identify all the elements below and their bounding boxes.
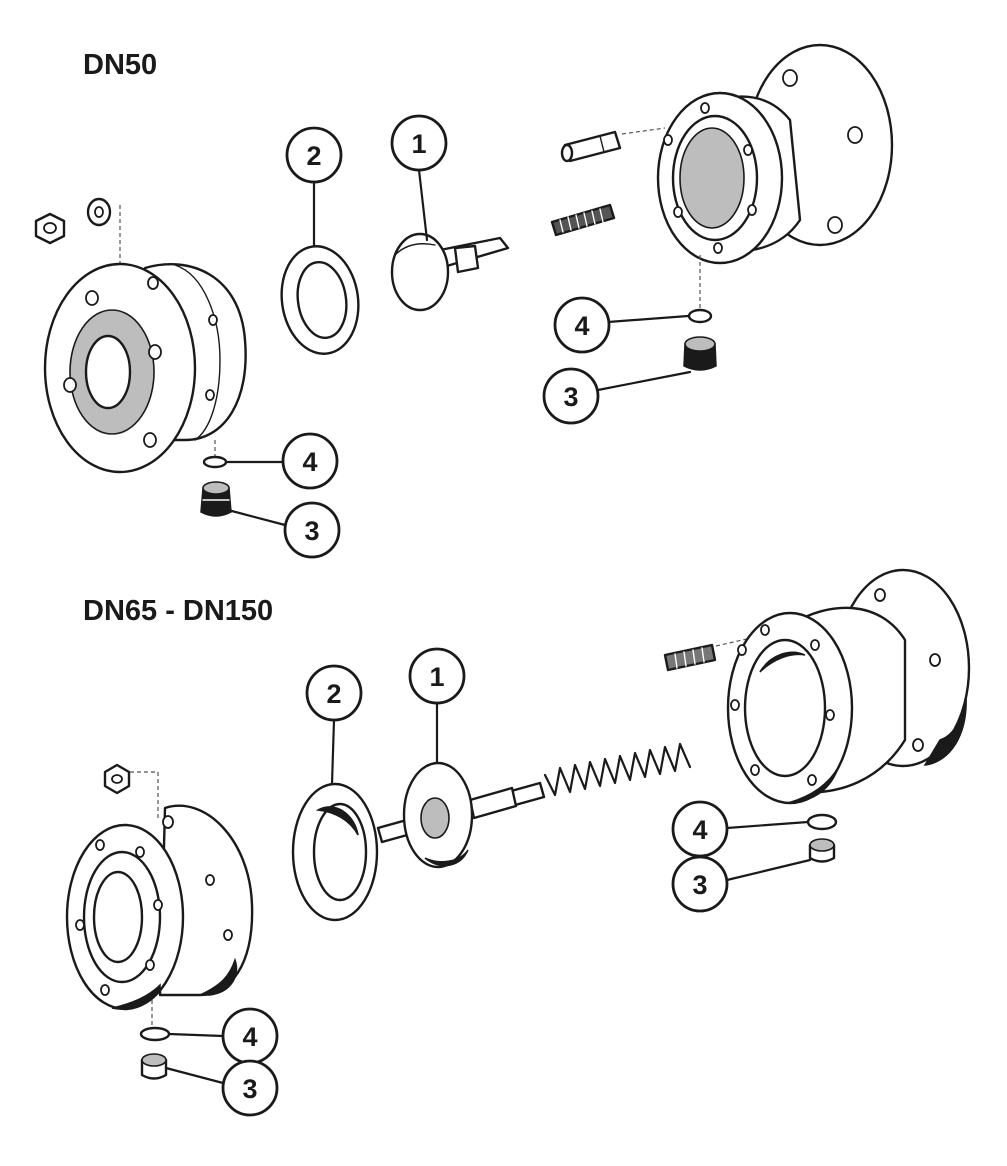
dn50-drain-plug-right <box>683 336 717 371</box>
dn50-spring <box>550 203 616 237</box>
dn65-dn150-assembly: 2 1 4 3 4 3 <box>65 568 971 1117</box>
dn65-callout-3-left: 3 <box>164 1059 279 1117</box>
dn50-guide-pin <box>560 130 622 163</box>
dn50-callout-3-left-label: 3 <box>304 516 319 546</box>
dn50-callout-3-left: 3 <box>226 501 341 559</box>
dn65-callout-3-left-label: 3 <box>242 1074 257 1104</box>
dn65-outlet-flange <box>726 568 971 805</box>
dn65-drain-plug-right <box>808 838 836 863</box>
dn65-guide-pin <box>663 643 717 672</box>
dn65-oring-left <box>139 1026 171 1042</box>
dn65-callout-4-left-label: 4 <box>242 1022 257 1052</box>
section-title-dn65-dn150: DN65 - DN150 <box>83 595 273 627</box>
dn65-callout-3-right: 3 <box>671 855 812 913</box>
dn65-oring-right <box>806 813 838 831</box>
section-title-dn50: DN50 <box>83 49 157 81</box>
dn50-callout-4-right-label: 4 <box>574 311 589 341</box>
dn50-inlet-flange <box>43 262 247 474</box>
dn65-spring <box>543 742 692 797</box>
dn50-callout-1: 1 <box>390 114 448 242</box>
dn65-bolt-axis <box>130 771 159 820</box>
dn65-nut <box>103 763 131 795</box>
dn65-callout-3-right-label: 3 <box>692 870 707 900</box>
dn65-callout-2-label: 2 <box>326 679 341 709</box>
dn50-callout-4-left-label: 4 <box>302 447 317 477</box>
dn50-washer <box>86 197 112 227</box>
dn50-pin-axis <box>621 127 666 135</box>
dn50-callout-3-right-label: 3 <box>563 382 578 412</box>
dn50-oring-right <box>687 308 713 324</box>
dn50-callout-4-right: 4 <box>553 296 690 354</box>
dn65-callout-4-right: 4 <box>671 800 810 858</box>
dn65-callout-1-label: 1 <box>429 662 444 692</box>
dn65-callout-2: 2 <box>305 664 363 786</box>
dn50-oring-left <box>202 455 228 469</box>
dn50-nut <box>34 212 66 245</box>
dn65-callout-4-left: 4 <box>167 1007 279 1065</box>
dn50-valve-disc <box>390 232 510 312</box>
dn50-callout-3-right: 3 <box>542 367 692 425</box>
dn65-valve-disc <box>376 761 546 869</box>
dn50-callout-4-left: 4 <box>225 432 339 490</box>
dn50-assembly: 2 1 4 3 4 3 <box>34 43 894 559</box>
dn50-callout-2-label: 2 <box>306 141 321 171</box>
dn50-drain-plug-left <box>200 481 232 517</box>
dn65-callout-4-right-label: 4 <box>692 815 707 845</box>
dn50-callout-2: 2 <box>285 126 343 248</box>
dn65-callout-1: 1 <box>408 647 466 765</box>
dn50-callout-1-label: 1 <box>411 129 426 159</box>
dn50-outlet-flange <box>656 43 894 265</box>
dn65-inlet-flange <box>65 804 254 1011</box>
dn65-drain-plug-left <box>140 1053 168 1080</box>
dn65-seal-ring <box>291 782 379 922</box>
dn50-seal-ring <box>280 245 360 355</box>
